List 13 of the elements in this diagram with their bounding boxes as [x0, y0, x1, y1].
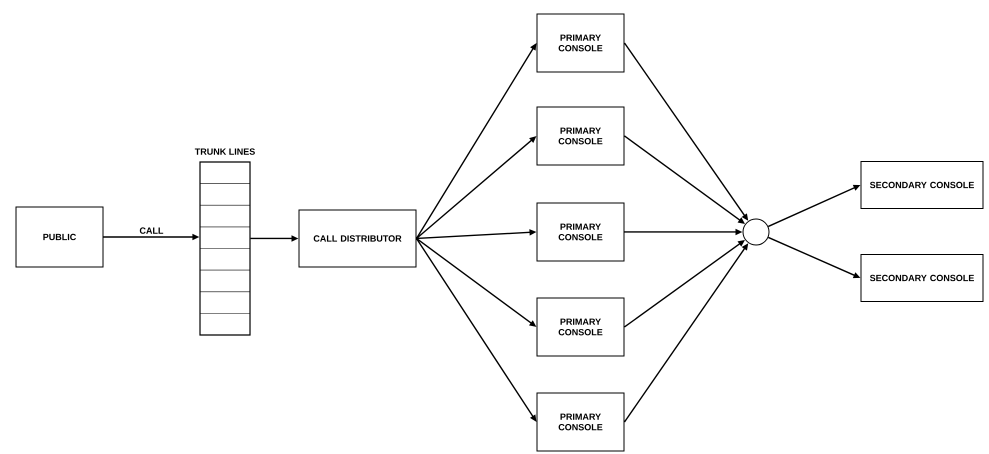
process-box: PRIMARY CONSOLE — [536, 202, 624, 262]
trunk-lines-rack: TRUNK LINES — [194, 148, 255, 336]
process-box: PRIMARY CONSOLE — [536, 106, 624, 166]
process-box: PRIMARY CONSOLE — [536, 297, 624, 356]
process-box: PUBLIC — [16, 206, 104, 268]
junction-circle — [742, 218, 770, 246]
process-box: PRIMARY CONSOLE — [536, 392, 624, 452]
edge-label: CALL — [138, 226, 164, 235]
node-label: TRUNK LINES — [194, 148, 255, 155]
process-box: PRIMARY CONSOLE — [536, 14, 624, 72]
process-box: SECONDARY CONSOLE — [860, 161, 984, 209]
process-box: SECONDARY CONSOLE — [860, 254, 984, 302]
process-box: CALL DISTRIBUTOR — [298, 209, 416, 268]
